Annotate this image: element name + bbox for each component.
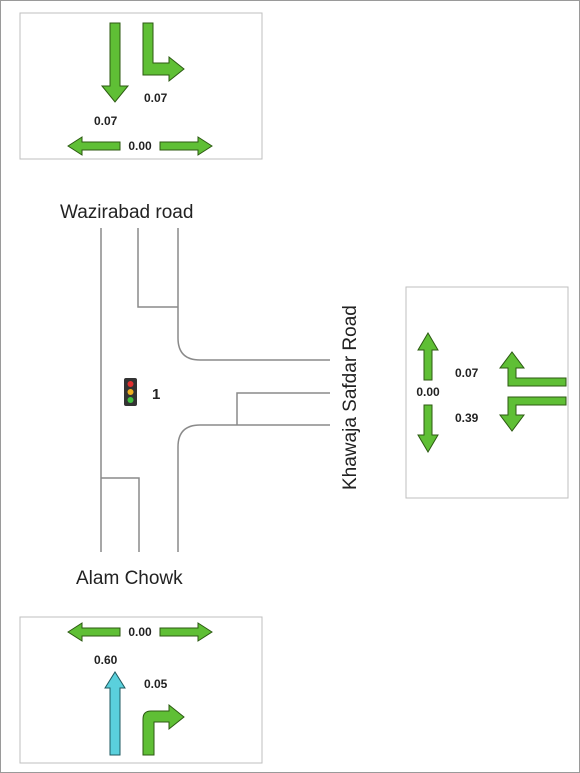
road-lines	[100, 228, 330, 552]
traffic-signal-icon	[124, 378, 137, 406]
south-east-curb	[177, 424, 330, 552]
south-through-value: 0.60	[94, 653, 118, 667]
signal-label: 1	[152, 386, 160, 403]
up-arrow-icon	[104, 671, 126, 756]
turn-right-arrow-icon	[142, 703, 185, 756]
turn-up-arrow-icon	[499, 351, 567, 387]
north-east-curb	[177, 228, 330, 361]
south-ped-value: 0.00	[128, 625, 152, 639]
ped-right-arrow-icon	[159, 622, 213, 642]
road-name-east: Khawaja Safdar Road	[340, 305, 361, 490]
up-arrow-icon	[417, 332, 439, 381]
down-arrow-icon	[100, 22, 130, 103]
road-name-south: Alam Chowk	[76, 568, 183, 589]
north-median	[137, 228, 178, 308]
panel-north-box	[19, 12, 263, 160]
east-through-value: 0.00	[416, 385, 440, 399]
panel-south: 0.00 0.60 0.05	[19, 616, 263, 764]
south-right-value: 0.05	[144, 677, 168, 691]
ped-right-arrow-icon	[159, 136, 213, 156]
panel-east-box	[405, 286, 569, 499]
ped-left-arrow-icon	[67, 136, 121, 156]
panel-south-box	[19, 616, 263, 764]
ped-left-arrow-icon	[67, 622, 121, 642]
east-median	[236, 392, 330, 425]
turn-right-arrow-icon	[142, 22, 185, 83]
panel-north: 0.07 0.07 0.00	[19, 12, 263, 160]
turn-down-arrow-icon	[499, 396, 567, 432]
south-median	[101, 477, 140, 552]
north-through-value: 0.07	[94, 114, 118, 128]
north-right-value: 0.07	[144, 91, 168, 105]
down-arrow-icon	[417, 404, 439, 453]
panel-east: 0.00 0.07 0.39	[405, 286, 569, 499]
east-right-value: 0.39	[455, 411, 479, 425]
north-ped-value: 0.00	[128, 139, 152, 153]
road-name-north: Wazirabad road	[60, 202, 193, 223]
east-left-value: 0.07	[455, 366, 479, 380]
